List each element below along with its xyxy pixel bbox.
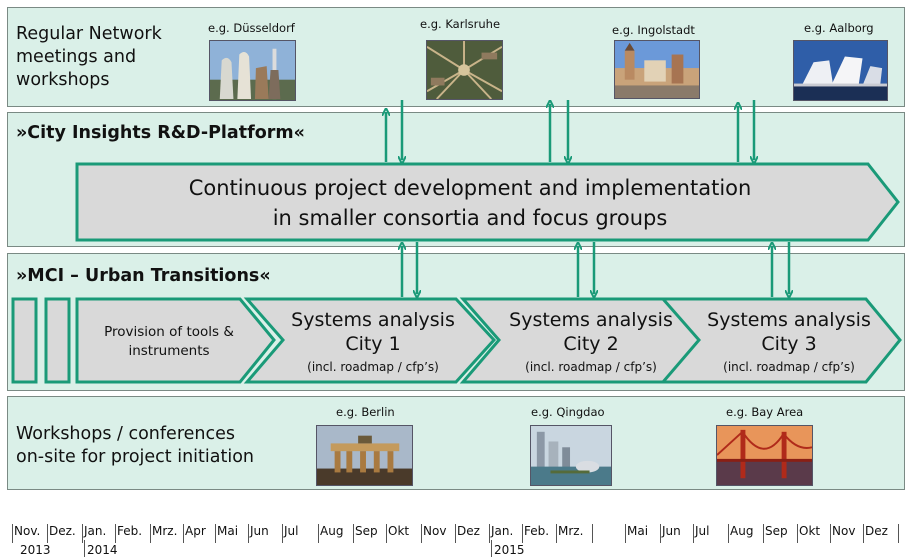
year-tick-2014 [84,540,85,557]
timeline-month: Okt [799,524,821,538]
phase-title-1: Systems analysis [291,309,455,331]
city-caption-bay-area: e.g. Bay Area [726,405,804,419]
city-caption-berlin: e.g. Berlin [336,405,395,419]
timeline-tick [797,524,798,543]
timeline-tick [863,524,864,543]
city-caption-ingolstadt: e.g. Ingolstadt [612,23,695,37]
qingdao-photo [530,425,612,486]
timeline-tick [215,524,216,543]
timeline-month: Aug [320,524,344,538]
berlin-photo [316,425,413,486]
timeline-month: Dez. [49,524,76,538]
timeline-tick [693,524,694,543]
aalborg-photo [793,40,888,101]
timeline-month: Mrz. [558,524,584,538]
timeline-tick [318,524,319,543]
timeline-tick [898,524,899,543]
tools-label: Provision of tools & instruments [104,324,234,359]
phase-city-1: City 1 [345,333,401,355]
timeline-tick [830,524,831,543]
timeline-tick [763,524,764,543]
bay-area-photo [716,425,813,486]
phase-sub-1: (incl. roadmap / cfp’s) [307,360,439,374]
phase-city-2: City 2 [563,333,619,355]
phase-city-3: City 3 [761,333,817,355]
timeline-tick [183,524,184,543]
timeline-month: Jul [284,524,299,538]
phase-title-2: Systems analysis [509,309,673,331]
timeline-month: Dez [457,524,480,538]
timeline-tick [47,524,48,543]
timeline-month: Apr [185,524,206,538]
platform-title: »City Insights R&D-Platform« [16,123,305,143]
timeline-month: Jun [662,524,681,538]
timeline-tick [282,524,283,543]
timeline-tick [353,524,354,543]
timeline-tick [115,524,116,543]
timeline-month: Feb. [117,524,143,538]
timeline-month: Jul [695,524,710,538]
timeline-tick [12,524,13,543]
year-2014: 2014 [87,543,118,557]
city-caption-karlsruhe: e.g. Karlsruhe [420,17,501,31]
timeline-tick [556,524,557,543]
phase-title-3: Systems analysis [707,309,871,331]
timeline-tick [728,524,729,543]
timeline-month: Sep [765,524,788,538]
timeline-tick [150,524,151,543]
city-caption-qingdao: e.g. Qingdao [531,405,605,419]
year-2015: 2015 [494,543,525,557]
timeline-month: Nov [423,524,447,538]
karlsruhe-photo [426,40,503,100]
timeline-month: Dez [865,524,888,538]
onsite-workshops-label: Workshops / conferences on-site for proj… [16,424,254,467]
timeline-month: Jan. [491,524,514,538]
timeline-month: Nov. [14,524,41,538]
ingolstadt-photo [614,40,700,99]
timeline-month: Nov [832,524,856,538]
dusseldorf-photo [209,40,296,101]
timeline-tick [489,524,490,543]
continuous-development-text: Continuous project development and imple… [188,176,752,230]
timeline-tick [522,524,523,543]
city-caption-dusseldorf: e.g. Düsseldorf [208,21,295,35]
timeline-month: Aug [730,524,754,538]
timeline-month: Jan. [84,524,107,538]
timeline-tick [592,524,593,543]
timeline-month: Mai [627,524,649,538]
timeline-tick [82,524,83,543]
timeline-month: Jun [250,524,269,538]
timeline-tick [660,524,661,543]
timeline-month: Okt [388,524,410,538]
timeline-tick [625,524,626,543]
timeline-tick [248,524,249,543]
phase-sub-3: (incl. roadmap / cfp’s) [723,360,855,374]
timeline-tick [386,524,387,543]
network-meetings-label: Regular Network meetings and workshops [16,24,162,90]
mci-title: »MCI – Urban Transitions« [16,266,271,286]
timeline-month: Mrz. [152,524,178,538]
timeline-tick [455,524,456,543]
timeline-month: Mai [217,524,239,538]
timeline-month: Sep [355,524,378,538]
phase-sub-2: (incl. roadmap / cfp’s) [525,360,657,374]
timeline-tick [421,524,422,543]
year-tick-2015 [491,540,492,557]
timeline-month: Feb. [524,524,550,538]
city-caption-aalborg: e.g. Aalborg [804,21,874,35]
year-2013: 2013 [20,543,51,557]
